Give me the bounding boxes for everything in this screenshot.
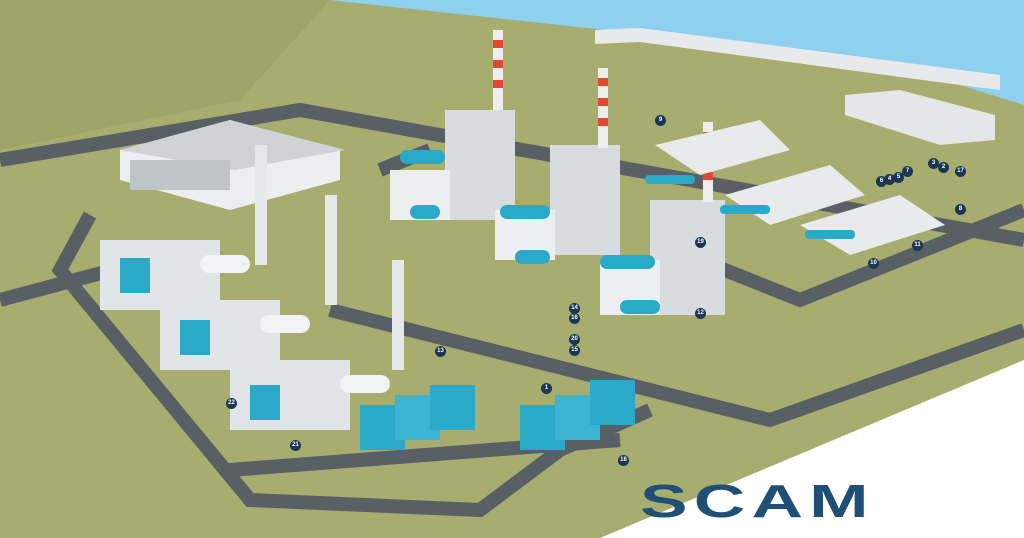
callout-12: 12 xyxy=(695,308,706,319)
gas-turbine-units xyxy=(100,240,390,430)
callout-16: 16 xyxy=(569,313,580,324)
callout-22: 22 xyxy=(226,398,237,409)
intake-structure xyxy=(845,90,995,145)
callout-10: 10 xyxy=(868,258,879,269)
callout-13: 13 xyxy=(435,346,446,357)
callout-17: 17 xyxy=(955,166,966,177)
callout-19: 19 xyxy=(695,237,706,248)
callout-9: 9 xyxy=(655,115,666,126)
callout-6: 6 xyxy=(876,176,887,187)
callout-7: 7 xyxy=(902,166,913,177)
callout-15: 15 xyxy=(569,345,580,356)
warehouse xyxy=(120,120,345,210)
scam-logo: SCAM xyxy=(640,475,875,527)
ground-left-dark xyxy=(0,0,330,150)
callout-14: 14 xyxy=(569,303,580,314)
pipes xyxy=(400,150,855,314)
pier xyxy=(595,28,1000,90)
storage-tanks xyxy=(360,380,635,450)
callout-3: 3 xyxy=(928,158,939,169)
callout-20: 20 xyxy=(569,334,580,345)
callout-1: 1 xyxy=(541,383,552,394)
callout-21: 21 xyxy=(290,440,301,451)
callout-5: 5 xyxy=(893,172,904,183)
callout-11: 11 xyxy=(912,240,923,251)
callout-2: 2 xyxy=(938,162,949,173)
sea xyxy=(330,0,1024,105)
white-corner xyxy=(600,360,1024,538)
callout-18: 18 xyxy=(618,455,629,466)
callout-8: 8 xyxy=(955,204,966,215)
callout-4: 4 xyxy=(884,174,895,185)
